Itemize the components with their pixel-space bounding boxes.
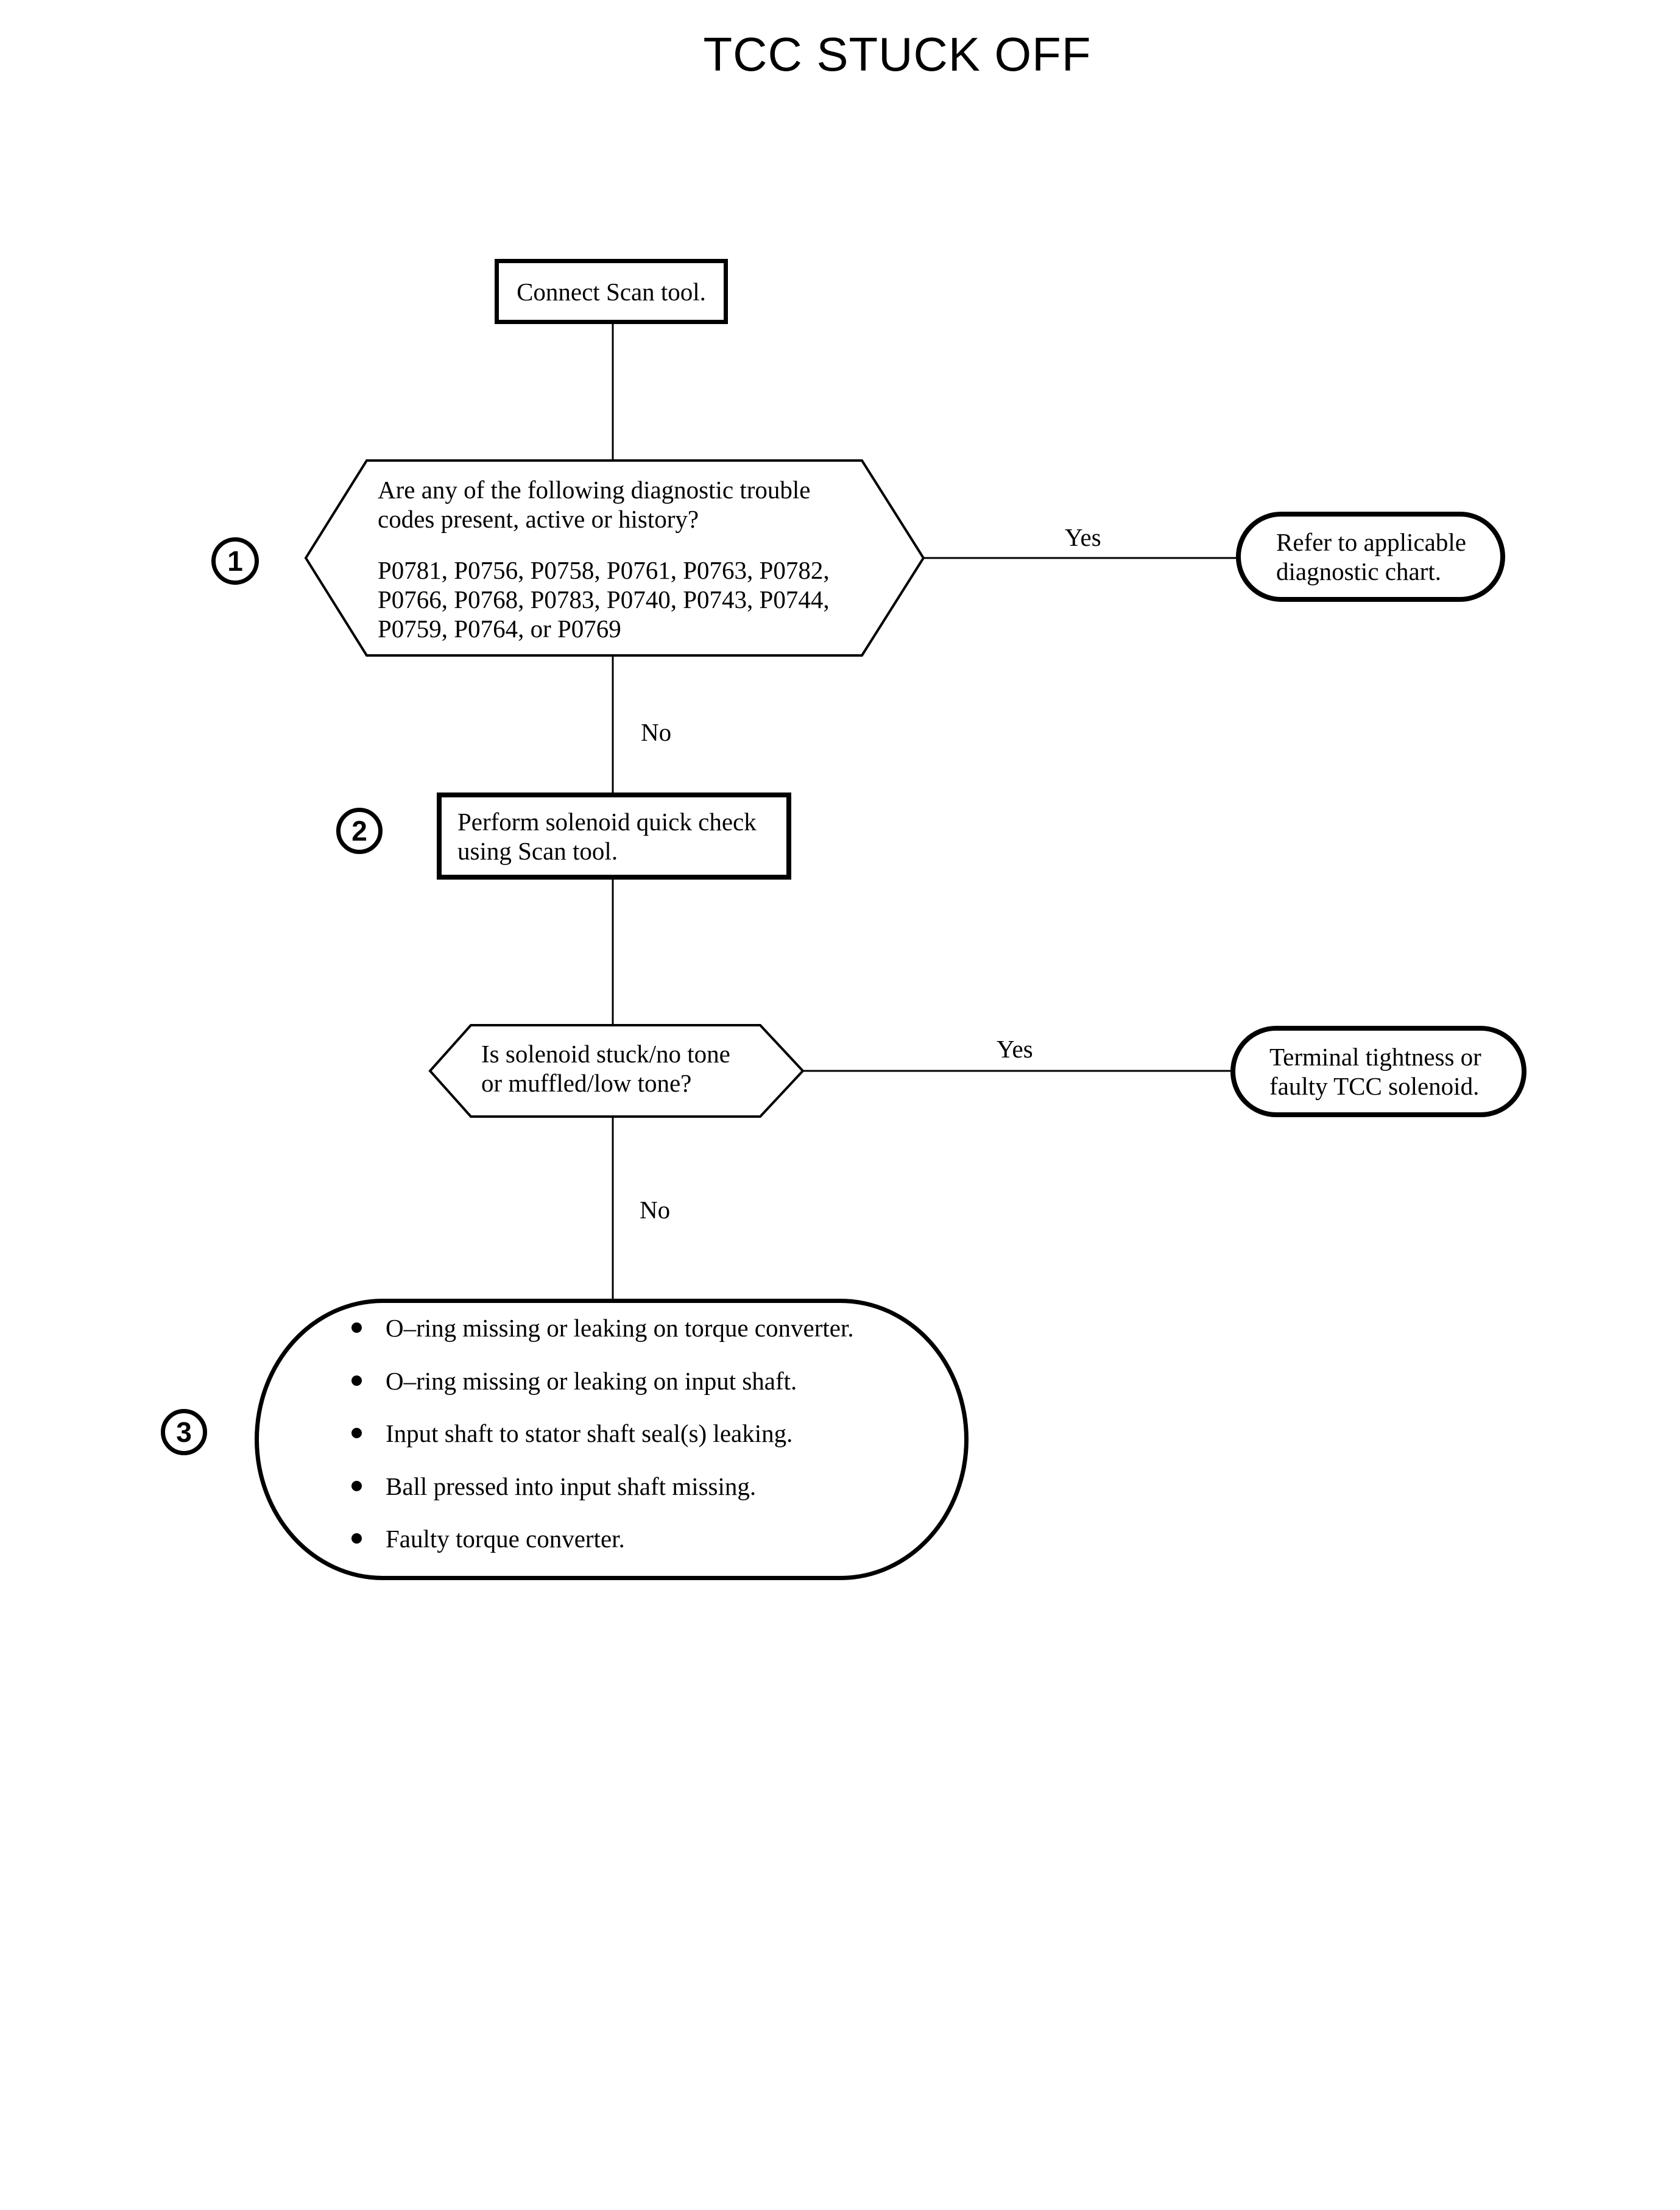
yes-label-2: Yes bbox=[997, 1035, 1033, 1063]
step1-number: 1 bbox=[227, 545, 243, 577]
step2-badge: 2 bbox=[336, 808, 383, 854]
list-item: Faulty torque converter. bbox=[344, 1524, 625, 1553]
decision1-question: Are any of the following diagnostic trou… bbox=[378, 475, 811, 534]
step3-badge: 3 bbox=[161, 1409, 207, 1455]
no-label-1: No bbox=[641, 718, 672, 746]
list-item: Input shaft to stator shaft seal(s) leak… bbox=[344, 1419, 792, 1448]
terminal-tightness-box: Terminal tightness or faulty TCC solenoi… bbox=[1230, 1026, 1526, 1117]
cause-text-2: O–ring missing or leaking on input shaft… bbox=[386, 1367, 797, 1395]
decision2-line1: Is solenoid stuck/no tone bbox=[481, 1040, 730, 1068]
step3-number: 3 bbox=[176, 1416, 192, 1448]
decision1-codes-line1: P0781, P0756, P0758, P0761, P0763, P0782… bbox=[378, 556, 830, 584]
decision1-codes-line2: P0766, P0768, P0783, P0740, P0743, P0744… bbox=[378, 585, 830, 613]
cause-text-4: Ball pressed into input shaft missing. bbox=[386, 1472, 757, 1500]
causes-box bbox=[255, 1299, 969, 1580]
list-item: Ball pressed into input shaft missing. bbox=[344, 1472, 756, 1501]
list-item: O–ring missing or leaking on torque conv… bbox=[344, 1313, 854, 1343]
terminal-line1: Terminal tightness or bbox=[1269, 1043, 1481, 1071]
refer-line1: Refer to applicable bbox=[1276, 528, 1466, 556]
step1-badge: 1 bbox=[211, 537, 259, 585]
decision2-line2: or muffled/low tone? bbox=[481, 1069, 692, 1097]
list-item: O–ring missing or leaking on input shaft… bbox=[344, 1366, 797, 1396]
refer-line2: diagnostic chart. bbox=[1276, 557, 1441, 585]
perform-line1: Perform solenoid quick check bbox=[457, 807, 757, 836]
decision1-codes-line3: P0759, P0764, or P0769 bbox=[378, 615, 621, 643]
yes-label-1: Yes bbox=[1065, 523, 1101, 551]
perform-quick-check-box: Perform solenoid quick check using Scan … bbox=[437, 793, 791, 880]
decision1-question-line2: codes present, active or history? bbox=[378, 505, 699, 533]
cause-text-3: Input shaft to stator shaft seal(s) leak… bbox=[386, 1419, 793, 1447]
decision1-question-line1: Are any of the following diagnostic trou… bbox=[378, 476, 811, 504]
decision1-codes: P0781, P0756, P0758, P0761, P0763, P0782… bbox=[378, 556, 830, 643]
bullet-icon bbox=[351, 1533, 362, 1544]
step2-number: 2 bbox=[351, 815, 367, 847]
decision2-question: Is solenoid stuck/no tone or muffled/low… bbox=[481, 1039, 730, 1098]
refer-diagnostic-chart-box: Refer to applicable diagnostic chart. bbox=[1236, 512, 1505, 602]
terminal-line2: faulty TCC solenoid. bbox=[1269, 1072, 1480, 1100]
connect-scan-tool-text: Connect Scan tool. bbox=[517, 277, 706, 306]
bullet-icon bbox=[351, 1481, 362, 1491]
no-label-2: No bbox=[640, 1196, 671, 1224]
page-title: TCC STUCK OFF bbox=[703, 27, 1092, 81]
bullet-icon bbox=[351, 1322, 362, 1333]
decision1-hexagon bbox=[304, 459, 925, 657]
decision2-hexagon bbox=[428, 1024, 805, 1118]
bullet-icon bbox=[351, 1375, 362, 1386]
bullet-icon bbox=[351, 1428, 362, 1438]
cause-text-1: O–ring missing or leaking on torque conv… bbox=[386, 1314, 854, 1342]
connect-scan-tool-box: Connect Scan tool. bbox=[495, 259, 728, 324]
perform-line2: using Scan tool. bbox=[457, 836, 618, 865]
cause-text-5: Faulty torque converter. bbox=[386, 1525, 625, 1553]
